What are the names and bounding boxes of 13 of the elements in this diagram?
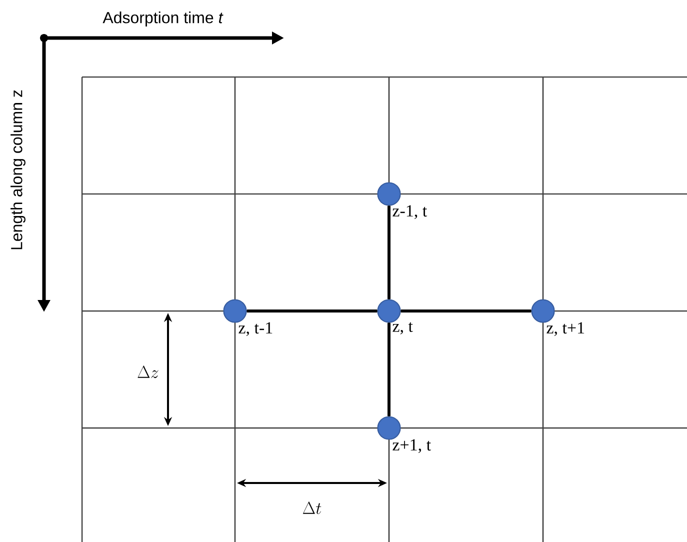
point-label: z+1, t: [392, 439, 431, 454]
point-label: z, t: [392, 322, 413, 334]
connector-line: [246, 310, 378, 312]
point-label: z, t+1: [546, 322, 584, 336]
dimension-label: $\Delta t$: [302, 502, 322, 514]
axis-label: Adsorption time t: [102, 12, 224, 26]
dimension-label: $\Delta z$: [138, 366, 158, 378]
connector-line: [388, 322, 390, 416]
connector-line: [400, 310, 532, 312]
connector-line: [388, 206, 390, 300]
axis-label: Length along column z: [10, 90, 26, 250]
point-label: z-1, t: [392, 205, 428, 220]
point-label: z, t-1: [238, 322, 272, 336]
